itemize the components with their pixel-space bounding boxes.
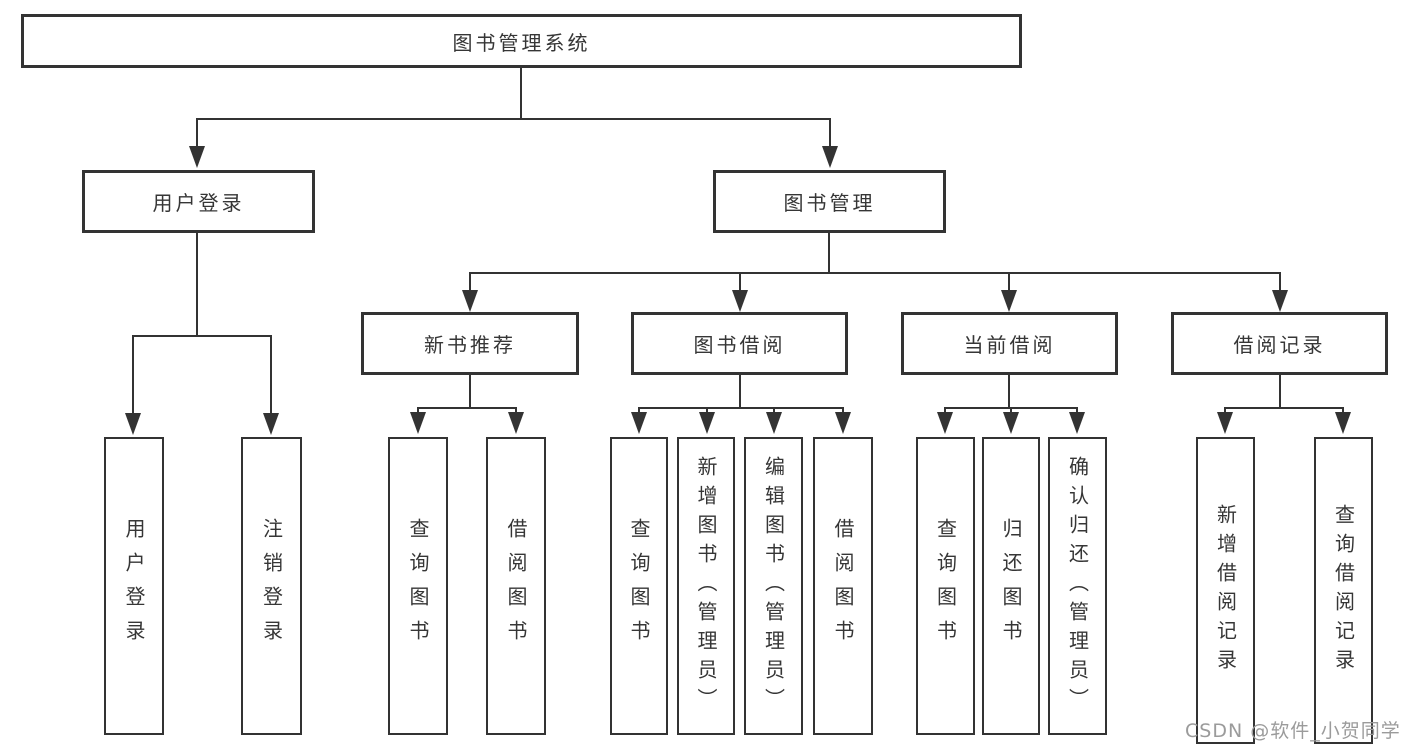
connector-line [1224,407,1344,409]
connector-line [1008,272,1010,292]
connector-line [739,272,741,292]
connector-line [842,407,844,415]
node-book-management: 图书管理 [713,170,946,233]
connector-line [197,118,831,120]
connector-line [270,335,272,415]
arrow-down-icon [1003,412,1019,434]
connector-line [469,272,471,292]
connector-line [417,407,419,415]
leaf-query-books-3: 查询图书 [916,437,975,735]
leaf-user-login: 用户登录 [104,437,164,735]
connector-line [828,233,830,272]
connector-line [638,407,844,409]
leaf-query-books: 查询图书 [388,437,448,735]
connector-line [638,407,640,415]
node-label: 用户登录 [152,191,245,215]
arrow-down-icon [1069,412,1085,434]
leaf-return-books: 归还图书 [982,437,1040,735]
arrow-down-icon [1272,290,1288,312]
node-label: 新增图书（管理员） [694,455,718,717]
arrow-down-icon [1217,412,1233,434]
node-label: 新书推荐 [424,333,516,357]
watermark: CSDN @软件_小贺同学 [1185,720,1401,742]
leaf-edit-book-admin: 编辑图书（管理员） [744,437,803,735]
node-library-management-system: 图书管理系统 [21,14,1022,68]
node-label: 借阅图书 [504,518,528,654]
connector-line [1076,407,1078,415]
node-label: 当前借阅 [963,333,1056,357]
node-label: 注销登录 [259,518,284,654]
arrow-down-icon [263,413,279,435]
connector-line [829,118,831,152]
arrow-down-icon [508,412,524,434]
node-label: 新增借阅记录 [1213,503,1238,678]
connector-line [706,407,708,415]
arrow-down-icon [766,412,782,434]
connector-line [1224,407,1226,415]
connector-line [773,407,775,415]
connector-line [1342,407,1344,415]
connector-line [1279,375,1281,407]
node-label: 归还图书 [999,518,1023,654]
node-label: 用户登录 [122,518,146,654]
leaf-logout: 注销登录 [241,437,302,735]
node-label: 确认归还（管理员） [1065,455,1090,717]
leaf-query-borrow-record: 查询借阅记录 [1314,437,1373,744]
connector-line [739,375,741,407]
node-user-login: 用户登录 [82,170,315,233]
node-label: 图书管理系统 [452,30,591,55]
connector-line [417,407,517,409]
connector-line [515,407,517,415]
arrow-down-icon [822,146,838,168]
leaf-add-borrow-record: 新增借阅记录 [1196,437,1255,744]
node-new-book-recommendation: 新书推荐 [361,312,579,375]
connector-line [196,233,198,335]
arrow-down-icon [410,412,426,434]
connector-line [944,407,946,415]
node-label: 查询借阅记录 [1331,503,1356,678]
arrow-down-icon [699,412,715,434]
node-label: 查询图书 [627,518,651,654]
arrow-down-icon [631,412,647,434]
leaf-borrow-books: 借阅图书 [486,437,546,735]
node-borrowing-records: 借阅记录 [1171,312,1388,375]
node-book-borrowing: 图书借阅 [631,312,848,375]
connector-line [520,68,522,118]
node-label: 图书管理 [783,191,876,215]
connector-line [469,375,471,407]
leaf-add-book-admin: 新增图书（管理员） [677,437,735,735]
arrow-down-icon [1335,412,1351,434]
node-label: 借阅图书 [831,518,855,654]
leaf-borrow-books-2: 借阅图书 [813,437,873,735]
leaf-confirm-return-admin: 确认归还（管理员） [1048,437,1107,735]
connector-line [196,118,198,152]
node-label: 借阅记录 [1233,333,1326,357]
node-label: 查询图书 [933,518,958,654]
arrow-down-icon [1001,290,1017,312]
node-current-borrowing: 当前借阅 [901,312,1118,375]
leaf-query-books-2: 查询图书 [610,437,668,735]
node-label: 图书借阅 [693,333,786,357]
arrow-down-icon [937,412,953,434]
connector-line [1010,407,1012,415]
connector-line [132,335,134,415]
connector-line [1279,272,1281,292]
connector-line [132,335,272,337]
arrow-down-icon [189,146,205,168]
arrow-down-icon [462,290,478,312]
arrow-down-icon [835,412,851,434]
connector-line [1008,375,1010,407]
connector-line [470,272,1281,274]
arrow-down-icon [732,290,748,312]
arrow-down-icon [125,413,141,435]
node-label: 编辑图书（管理员） [761,455,786,717]
node-label: 查询图书 [406,518,430,654]
